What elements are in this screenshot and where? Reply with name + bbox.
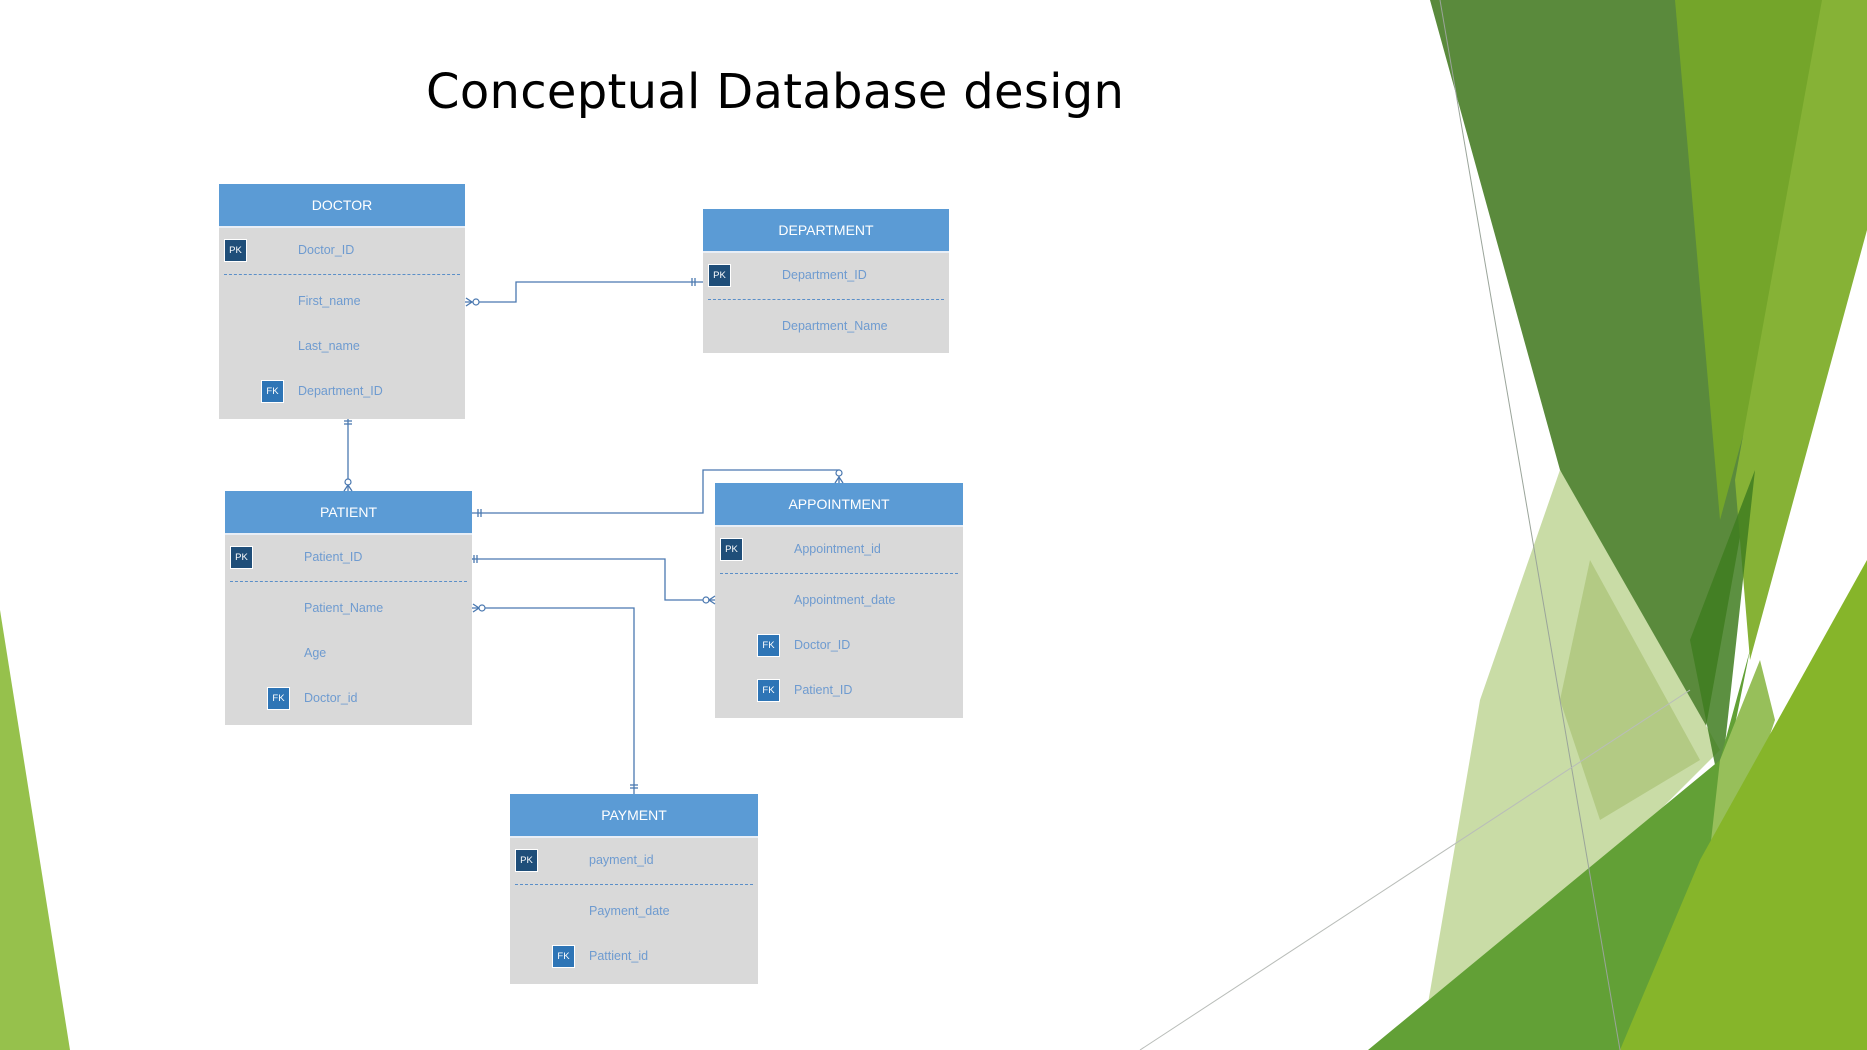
attribute-name: Department_Name <box>782 319 888 333</box>
attribute-name: Patient_ID <box>304 550 363 564</box>
foreign-key-badge: FK <box>552 945 575 968</box>
attribute-name: Patient_ID <box>794 683 853 697</box>
attribute-name: Pattient_id <box>589 949 649 963</box>
attribute-row-pk: PK payment_id <box>510 838 758 883</box>
right-mid-green-band <box>1675 0 1825 520</box>
right-light-green-band <box>1735 0 1867 660</box>
attribute-name: Patient_Name <box>304 601 384 615</box>
key-separator <box>720 573 958 574</box>
entity-doctor[interactable]: DOCTOR PK Doctor_ID First_name Last_name… <box>219 184 465 419</box>
entity-appointment[interactable]: APPOINTMENT PK Appointment_id Appointmen… <box>715 483 963 718</box>
primary-key-badge: PK <box>224 239 247 262</box>
attribute-name: Department_ID <box>298 384 383 398</box>
right-lime-bottom-corner <box>1620 560 1867 1050</box>
attribute-row: First_name <box>219 279 465 324</box>
slide-title: Conceptual Database design <box>426 64 1125 120</box>
entity-header: PATIENT <box>225 491 472 535</box>
attribute-row-pk: PK Department_ID <box>703 253 949 298</box>
entity-patient[interactable]: PATIENT PK Patient_ID Patient_Name Age F… <box>225 491 472 725</box>
attribute-row-pk: PK Doctor_ID <box>219 228 465 273</box>
key-separator <box>515 884 753 885</box>
attribute-row: Payment_date <box>510 889 758 934</box>
primary-key-badge: PK <box>230 546 253 569</box>
attribute-row-fk: FK Doctor_ID <box>715 623 963 668</box>
attribute-name: Appointment_id <box>794 542 881 556</box>
entity-header: DOCTOR <box>219 184 465 228</box>
attribute-name: Age <box>304 646 327 660</box>
primary-key-badge: PK <box>708 264 731 287</box>
thin-gray-line-diagonal <box>1139 689 1691 1050</box>
primary-key-badge: PK <box>720 538 743 561</box>
attribute-name: Payment_date <box>589 904 670 918</box>
thin-gray-line-vertical <box>1439 0 1621 1050</box>
attribute-row-fk: FK Doctor_id <box>225 676 472 721</box>
entity-payment[interactable]: PAYMENT PK payment_id Payment_date FK Pa… <box>510 794 758 984</box>
attribute-name: Doctor_ID <box>298 243 355 257</box>
foreign-key-badge: FK <box>261 380 284 403</box>
foreign-key-badge: FK <box>757 634 780 657</box>
entity-department[interactable]: DEPARTMENT PK Department_ID Department_N… <box>703 209 949 353</box>
key-separator <box>708 299 944 300</box>
right-deep-green-sliver <box>1690 470 1755 790</box>
right-dark-green-band <box>1430 0 1752 760</box>
right-bottom-green-band <box>1368 650 1750 1050</box>
key-separator <box>224 274 460 275</box>
attribute-row: Department_Name <box>703 304 949 349</box>
attribute-row-fk: FK Pattient_id <box>510 934 758 979</box>
attribute-row-fk: FK Patient_ID <box>715 668 963 713</box>
entity-header: PAYMENT <box>510 794 758 838</box>
foreign-key-badge: FK <box>757 679 780 702</box>
attribute-row: Patient_Name <box>225 586 472 631</box>
attribute-row: Last_name <box>219 324 465 369</box>
attribute-name: Department_ID <box>782 268 867 282</box>
left-green-triangle <box>0 610 70 1050</box>
right-pale-green-shade <box>1560 560 1700 820</box>
attribute-name: First_name <box>298 294 361 308</box>
attribute-name: Appointment_date <box>794 593 896 607</box>
attribute-name: payment_id <box>589 853 654 867</box>
foreign-key-badge: FK <box>267 687 290 710</box>
attribute-row-pk: PK Patient_ID <box>225 535 472 580</box>
entity-header: APPOINTMENT <box>715 483 963 527</box>
attribute-row: Age <box>225 631 472 676</box>
key-separator <box>230 581 467 582</box>
attribute-name: Doctor_ID <box>794 638 851 652</box>
attribute-row: Appointment_date <box>715 578 963 623</box>
attribute-row-fk: FK Department_ID <box>219 369 465 414</box>
attribute-row-pk: PK Appointment_id <box>715 527 963 572</box>
attribute-name: Doctor_id <box>304 691 358 705</box>
attribute-name: Last_name <box>298 339 360 353</box>
primary-key-badge: PK <box>515 849 538 872</box>
entity-header: DEPARTMENT <box>703 209 949 253</box>
